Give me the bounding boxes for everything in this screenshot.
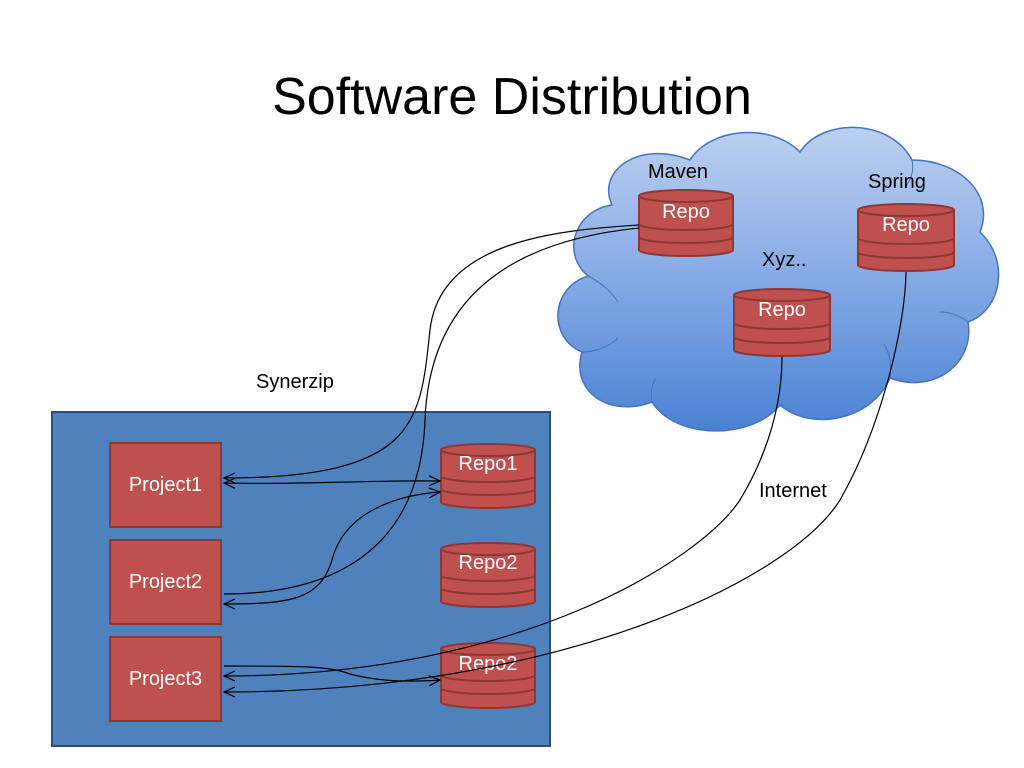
project2-label: Project2: [128, 570, 203, 593]
connector-project1-repo1: [224, 481, 440, 484]
xyz-label: Xyz..: [762, 249, 807, 271]
xyz-repo-cylinder[interactable]: Repo: [733, 288, 831, 357]
connector-project3-repo2-second: [223, 665, 440, 681]
spring-repo-label: Repo: [882, 214, 930, 236]
connector-project2-maven: [223, 227, 640, 595]
connector-project3-xyz: [224, 356, 783, 676]
slide-title: Software Distribution: [272, 68, 752, 126]
project3-box[interactable]: Project3: [109, 636, 222, 722]
internet-label: Internet: [759, 480, 827, 502]
connector-project1-maven: [224, 224, 640, 478]
connector-project3-spring: [224, 271, 907, 692]
project2-box[interactable]: Project2: [109, 539, 222, 625]
repo2-second-cylinder[interactable]: Repo2: [440, 642, 536, 709]
repo2-cylinder[interactable]: Repo2: [440, 542, 536, 608]
repo1-cylinder[interactable]: Repo1: [440, 443, 536, 509]
synerzip-label: Synerzip: [256, 371, 334, 393]
maven-repo-cylinder[interactable]: Repo: [638, 189, 734, 257]
repo1-label: Repo1: [459, 453, 518, 475]
maven-repo-label: Repo: [662, 201, 710, 223]
project1-box[interactable]: Project1: [109, 442, 222, 528]
spring-repo-cylinder[interactable]: Repo: [857, 203, 955, 272]
repo2-label: Repo2: [459, 552, 518, 574]
project1-label: Project1: [128, 473, 203, 496]
project3-label: Project3: [128, 667, 203, 690]
connector-project2-repo1: [224, 492, 440, 604]
maven-label: Maven: [648, 161, 709, 183]
spring-label: Spring: [868, 171, 926, 193]
xyz-repo-label: Repo: [758, 299, 806, 321]
